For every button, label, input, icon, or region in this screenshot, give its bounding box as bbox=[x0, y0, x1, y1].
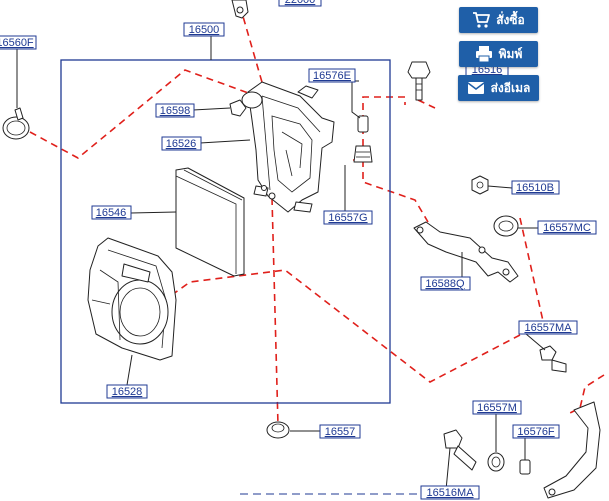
part-label-16557mc[interactable]: 16557MC bbox=[537, 220, 597, 235]
part-label-16546[interactable]: 16546 bbox=[91, 205, 132, 220]
svg-text:16526: 16526 bbox=[166, 138, 197, 150]
filter-element-part bbox=[175, 167, 245, 277]
printer-icon bbox=[475, 45, 493, 63]
part-label-16528[interactable]: 16528 bbox=[106, 384, 148, 399]
svg-text:16546: 16546 bbox=[96, 207, 127, 219]
svg-text:16557MC: 16557MC bbox=[543, 222, 591, 234]
part-label-16500[interactable]: 16500 bbox=[183, 22, 225, 37]
sensor-part bbox=[231, 0, 249, 19]
order-button-label: สั่งซื้อ bbox=[496, 12, 525, 27]
clip-part-16598 bbox=[229, 99, 247, 117]
part-label-16557[interactable]: 16557 bbox=[319, 424, 361, 439]
cart-icon bbox=[472, 11, 491, 29]
hose-clamp-part bbox=[2, 107, 30, 140]
bracket-part-bottom-right bbox=[543, 401, 601, 499]
svg-text:16598: 16598 bbox=[160, 105, 191, 117]
part-label-16576e[interactable]: 16576E bbox=[308, 68, 356, 83]
svg-text:16557: 16557 bbox=[325, 426, 356, 438]
svg-text:16576E: 16576E bbox=[313, 70, 351, 82]
grommet-part-16557 bbox=[266, 421, 290, 439]
print-button-label: พิมพ์ bbox=[498, 46, 523, 61]
order-button[interactable]: สั่งซื้อ bbox=[459, 7, 538, 33]
mail-icon bbox=[467, 79, 485, 97]
print-button[interactable]: พิมพ์ bbox=[459, 41, 538, 67]
part-label-16588q[interactable]: 16588Q bbox=[420, 276, 471, 291]
svg-text:16588Q: 16588Q bbox=[425, 278, 465, 290]
air-cleaner-lower-case bbox=[87, 237, 177, 361]
svg-text:16528: 16528 bbox=[112, 386, 143, 398]
email-button-label: ส่งอีเมล bbox=[490, 80, 531, 95]
bracket-part-16588q bbox=[413, 221, 519, 283]
svg-text:16510B: 16510B bbox=[516, 182, 554, 194]
part-label-16576f[interactable]: 16576F bbox=[512, 424, 560, 439]
email-button[interactable]: ส่งอีเมล bbox=[458, 75, 539, 101]
svg-text:22000: 22000 bbox=[285, 0, 316, 6]
grommet-part-16557g bbox=[353, 145, 373, 163]
bolt-part-16516ma bbox=[443, 429, 477, 471]
svg-text:16516MA: 16516MA bbox=[426, 487, 474, 499]
svg-text:16500: 16500 bbox=[189, 24, 220, 36]
part-label-16560f[interactable]: 16560F bbox=[0, 35, 37, 50]
part-label-22000[interactable]: 22000 bbox=[278, 0, 322, 7]
svg-text:16557G: 16557G bbox=[328, 212, 367, 224]
collar-part-16576f bbox=[519, 459, 531, 475]
part-label-16526[interactable]: 16526 bbox=[161, 136, 202, 151]
svg-text:16576F: 16576F bbox=[517, 426, 555, 438]
grommet-part-16557m bbox=[487, 452, 505, 472]
svg-text:16557M: 16557M bbox=[477, 402, 517, 414]
air-cleaner-upper-case bbox=[241, 81, 335, 213]
group-frame bbox=[60, 59, 391, 404]
part-label-16557ma[interactable]: 16557MA bbox=[518, 320, 578, 335]
bolt-part-16516 bbox=[407, 61, 431, 101]
part-label-16510b[interactable]: 16510B bbox=[511, 180, 560, 195]
collar-part-16576e bbox=[357, 115, 369, 133]
grommet-part-16557mc bbox=[493, 215, 519, 237]
part-label-16598[interactable]: 16598 bbox=[155, 103, 195, 118]
part-label-16557g[interactable]: 16557G bbox=[323, 210, 373, 225]
part-label-16516ma[interactable]: 16516MA bbox=[420, 485, 480, 500]
svg-text:16557MA: 16557MA bbox=[524, 322, 572, 334]
part-label-16557m[interactable]: 16557M bbox=[472, 400, 522, 415]
svg-text:16560F: 16560F bbox=[0, 37, 34, 49]
svg-text:16516: 16516 bbox=[472, 64, 503, 76]
nut-part-16510b bbox=[471, 175, 489, 195]
bolt-part-16557ma bbox=[539, 345, 567, 373]
